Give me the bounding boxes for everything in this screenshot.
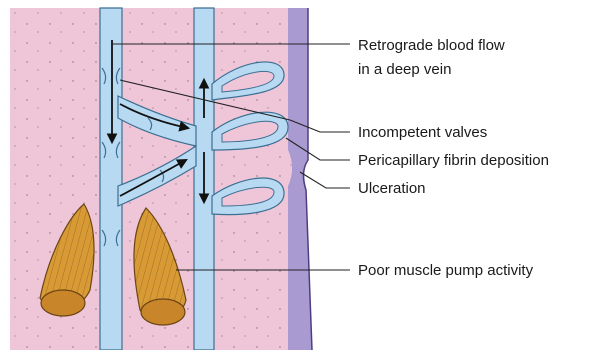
leader-ulceration (300, 172, 350, 188)
label-retrograde-line2: in a deep vein (358, 61, 451, 78)
deep-vein (100, 8, 122, 350)
muscle-right-cut-end (141, 299, 185, 325)
label-fibrin-deposition: Pericapillary fibrin deposition (358, 152, 549, 169)
label-incompetent-valves: Incompetent valves (358, 124, 487, 141)
label-muscle-pump: Poor muscle pump activity (358, 262, 534, 279)
label-retrograde-line1: Retrograde blood flow (358, 37, 505, 54)
label-ulceration: Ulceration (358, 180, 426, 197)
labels: Retrograde blood flow in a deep vein Inc… (358, 37, 549, 279)
muscle-left-cut-end (41, 290, 85, 316)
